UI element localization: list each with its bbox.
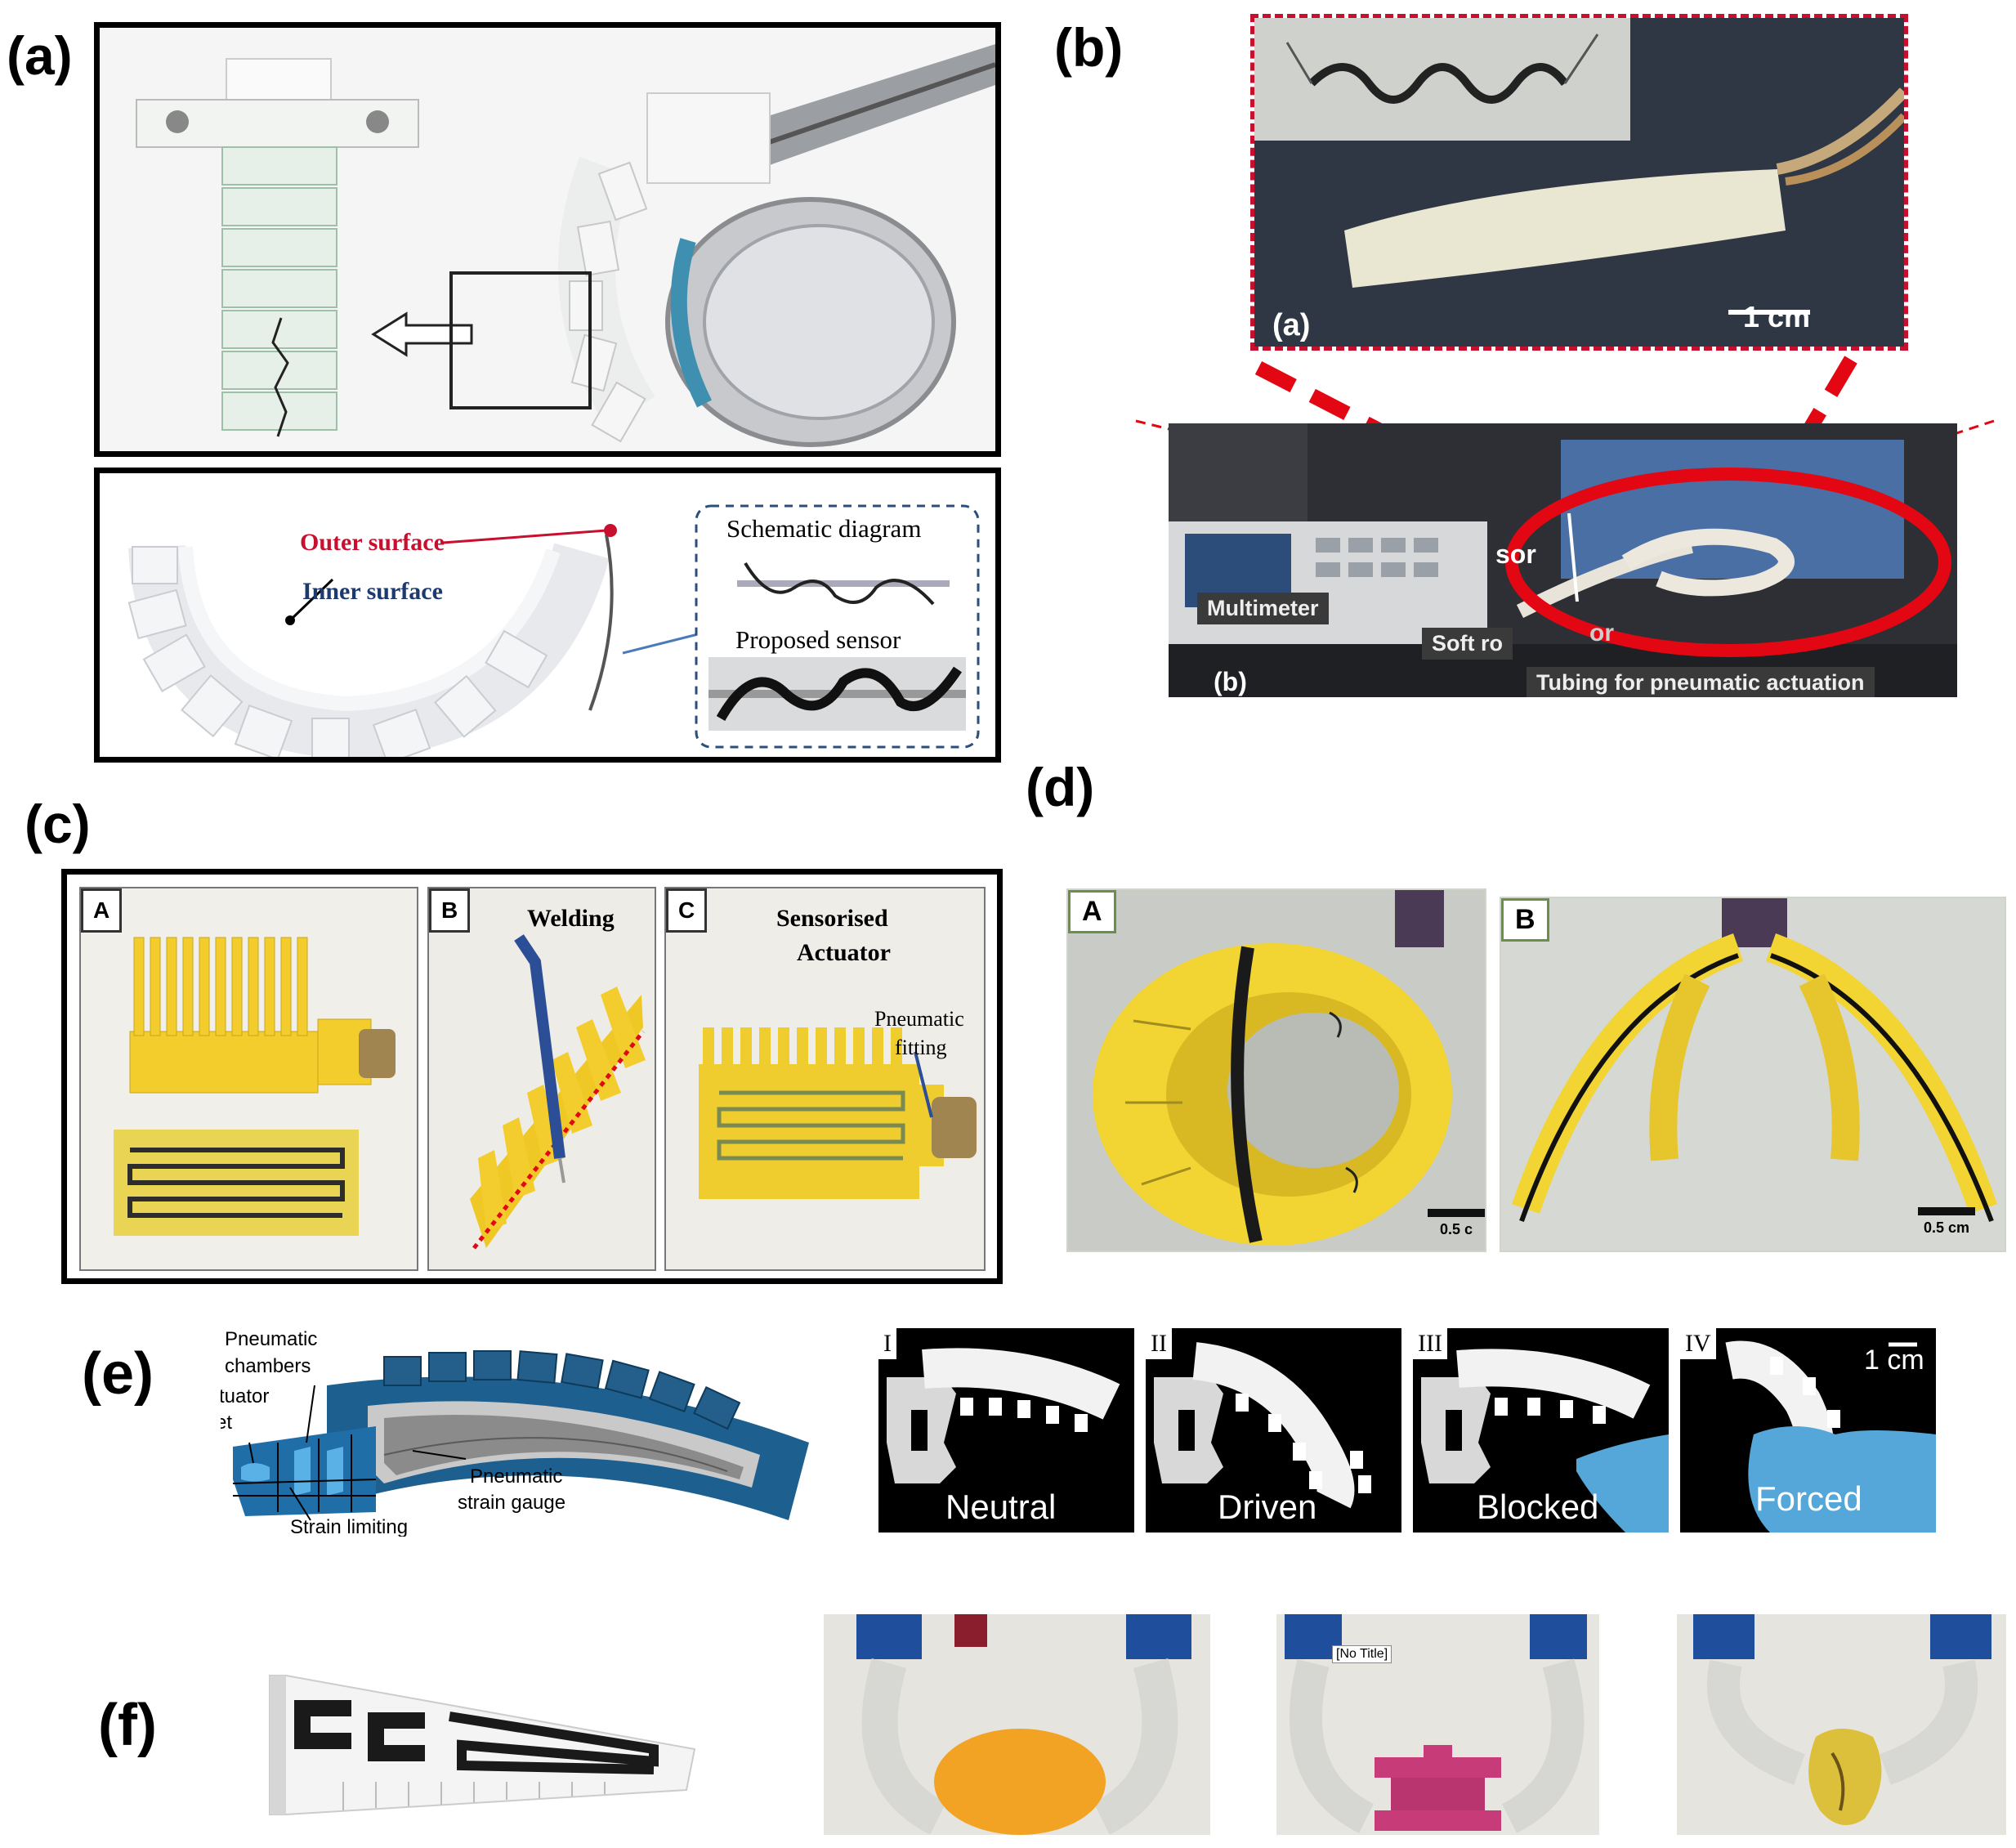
actuator-inlet-line2: inlet [221,1412,233,1434]
sensorised-label-line2: Actuator [797,939,891,966]
panel-d-sub-b: B [1501,898,1549,942]
frame-roman-1: I [878,1328,896,1359]
frame-label-driven: Driven [1218,1488,1317,1526]
strain-limiting-label: Strain limiting [290,1516,409,1537]
panel-a-bottom-photo [100,473,995,757]
panel-b-main-photo: Multimeter sor Soft ro or Tubing for pne… [1169,423,1957,697]
panel-a-top-frame [94,22,1001,457]
sensor-label: sor [1495,539,1536,569]
panel-d-sub-a: A [1068,890,1116,933]
panel-d-photo-a: A 0.5 c [1066,888,1486,1252]
pneumatic-fitting-line2: fitting [895,1036,947,1059]
panel-b-label: (b) [1054,17,1124,78]
frame-roman-3: III [1413,1328,1447,1359]
pneumatic-fitting-line1: Pneumatic [874,1007,964,1031]
panel-f-gripper-banana [1677,1614,2006,1835]
soft-robot-label: Soft ro [1422,628,1513,660]
proposed-sensor-label: Proposed sensor [735,625,901,654]
actuator-inlet-line1: Actuator [221,1385,270,1407]
panel-e-diagram: Pneumatic chambers Actuator inlet Pneuma… [221,1320,821,1537]
outer-surface-label: Outer surface [300,529,445,556]
panel-e-frame-blocked: III Blocked [1413,1328,1669,1533]
panel-e-frame-driven: II Driven [1146,1328,1401,1533]
panel-c-frame: A B Welding [61,869,1003,1284]
panel-e-label: (e) [82,1341,154,1407]
tubing-label: Tubing for pneumatic actuation [1527,667,1875,697]
sensorised-label-line1: Sensorised [776,905,888,932]
panel-d-photo-b: B 0.5 cm [1500,897,2006,1252]
soft-robot-label-tail: or [1589,620,1614,647]
panel-c-label: (c) [25,794,91,854]
panel-b-scale-label: 1 cm [1743,300,1811,333]
no-title-label: [No Title] [1332,1645,1392,1663]
frame-roman-4: IV [1680,1328,1716,1359]
frame-label-forced: Forced [1755,1479,1862,1518]
panel-e-frame-neutral: I Neutral [878,1328,1134,1533]
strain-gauge-line1: Pneumatic [470,1465,563,1488]
panel-a-top-photo [100,28,995,451]
multimeter-label: Multimeter [1197,593,1329,624]
welding-label: Welding [527,905,615,932]
panel-c-photo-b: B Welding [427,887,656,1271]
panel-e-frame-forced: IV Forced 1 cm [1680,1328,1936,1533]
schematic-diagram-label: Schematic diagram [726,514,922,543]
frame-roman-2: II [1146,1328,1172,1359]
panel-f-gripper-spool: [No Title] [1276,1614,1599,1835]
panel-a-bottom-frame: Outer surface Inner surface Schematic di… [94,468,1001,763]
panel-c-sub-c: C [666,888,708,933]
panel-c-sub-b: B [429,888,471,933]
strain-gauge-line2: strain gauge [458,1492,566,1514]
panel-c-photo-a: A [79,887,418,1271]
panel-b-inset-photo: (a) 1 cm [1250,14,1908,351]
panel-d-scale-a: 0.5 c [1440,1221,1473,1237]
panel-e-scale: 1 cm [1864,1345,1924,1376]
panel-f-label: (f) [98,1693,157,1758]
panel-f-gripper-orange [824,1614,1210,1835]
panel-d-label: (d) [1026,757,1095,817]
pneumatic-chambers-line2: chambers [225,1355,311,1377]
panel-b-sub-label: (b) [1214,667,1247,696]
panel-b-inset-label: (a) [1272,308,1311,342]
inner-surface-label: Inner surface [302,578,443,605]
pneumatic-chambers-line1: Pneumatic [225,1328,318,1350]
panel-c-sub-a: A [81,888,123,933]
frame-label-neutral: Neutral [945,1488,1057,1526]
panel-c-photo-c: C Sensorised Actuator Pneumatic fitting [664,887,986,1271]
panel-f-actuator-photo [269,1675,696,1815]
panel-d-scale-b: 0.5 cm [1924,1219,1970,1236]
panel-a-label: (a) [7,25,73,86]
frame-label-blocked: Blocked [1477,1488,1599,1526]
